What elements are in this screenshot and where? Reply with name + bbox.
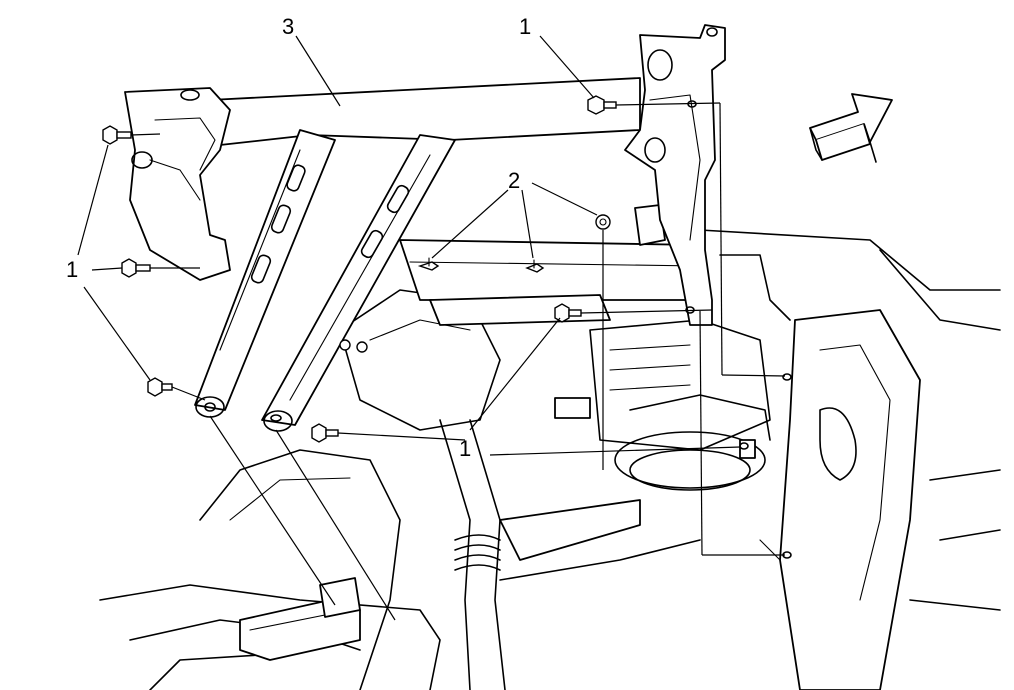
bolt-left-middle [121,258,151,278]
callout-nuts: 2 [508,168,520,193]
callout-bracket: 3 [282,14,294,39]
callout-bolt-left: 1 [66,257,78,282]
instrument-panel-bracket [124,24,726,432]
bolt-left-lower [147,377,173,397]
bolt-left-upper [102,125,132,145]
callout-bolt-bottom: 1 [459,436,471,461]
nut-left [417,257,440,271]
bolts [102,95,792,559]
leader-lines [77,35,786,621]
forward-arrow-icon [809,93,893,163]
callout-bolt-top: 1 [519,14,531,39]
nut-right [525,259,545,273]
vehicle-body-structure [99,204,1001,690]
bolt-center-lower [311,423,339,443]
bolt-top-right [587,95,617,115]
